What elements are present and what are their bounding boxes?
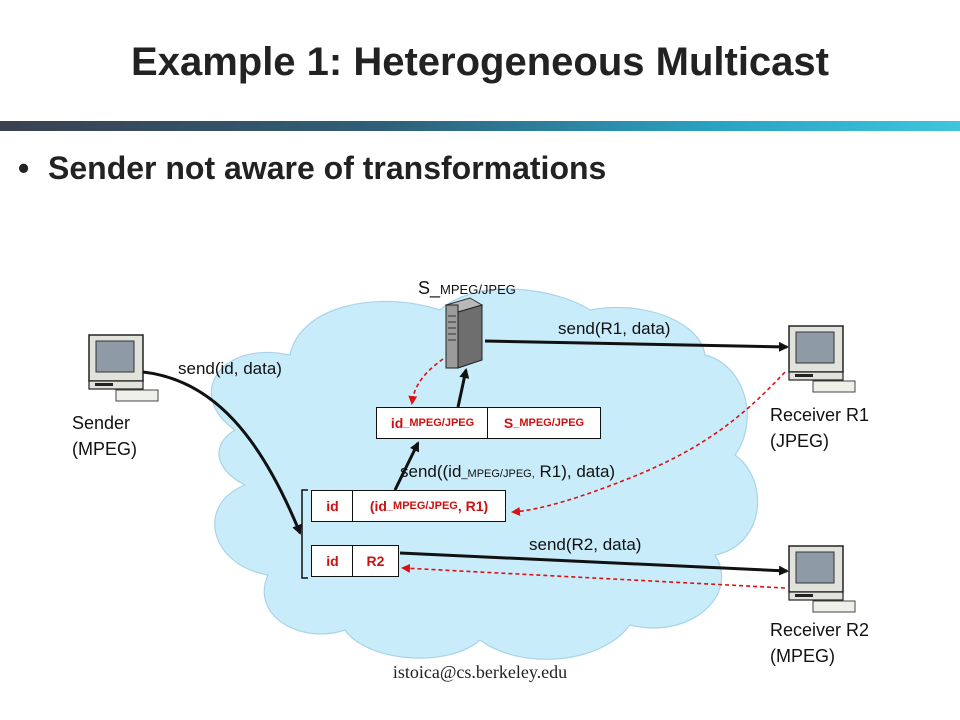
table-bracket: [301, 489, 308, 579]
mid-to-top-arrow: [393, 441, 420, 491]
mid-trigger-value-sub: _MPEG/JPEG: [386, 500, 458, 512]
sender-to-tables-arrow: [142, 370, 302, 535]
receiver-r1-computer-icon: [788, 325, 856, 393]
bottom-trigger-value-cell: R2: [352, 545, 399, 577]
top-trigger-id-prefix: id: [390, 415, 404, 431]
receiver-r1-label-format: (JPEG): [770, 431, 830, 451]
top-to-server-arrow: [456, 368, 470, 408]
server-to-r1-arrow: [484, 339, 789, 352]
receiver-r1-label: Receiver R1 (JPEG): [770, 402, 869, 454]
send-r1-label: send(R1, data): [558, 319, 671, 338]
send-tuple-suffix: R1), data): [534, 462, 616, 481]
send-tuple-sub: _MPEG/JPEG,: [461, 468, 535, 480]
receiver-r2-label: Receiver R2 (MPEG): [770, 617, 869, 669]
bottom-to-r2-arrow: [399, 551, 789, 576]
bullet-dot: •: [18, 150, 30, 186]
top-trigger-server-cell: S_MPEG/JPEG: [487, 407, 601, 439]
sender-label: Sender (MPEG): [72, 410, 137, 462]
send-tuple-prefix: send((id: [400, 462, 462, 481]
bullet-text: Sender not aware of transformations: [48, 150, 607, 186]
receiver-r2-label-format: (MPEG): [770, 646, 835, 666]
slide-title: Example 1: Heterogeneous Multicast: [131, 40, 829, 84]
top-trigger-server-sub: _MPEG/JPEG: [513, 417, 585, 429]
top-trigger-server-prefix: S: [503, 415, 514, 431]
server-label-sub: MPEG/JPEG: [440, 282, 516, 297]
trigger-to-server-dashed-arrow: [408, 358, 444, 405]
bottom-trigger-id-cell: id: [311, 545, 354, 577]
receiver-r2-label-name: Receiver R2: [770, 620, 870, 640]
server-label-prefix: S_: [418, 278, 441, 298]
server-tower-icon: [444, 297, 484, 369]
bullet-item: • Sender not aware of transformations: [18, 150, 606, 187]
top-trigger-id-cell: id_MPEG/JPEG: [376, 407, 489, 439]
top-trigger-id-sub: _MPEG/JPEG: [403, 417, 475, 429]
footer-email: istoica@cs.berkeley.edu: [392, 662, 568, 682]
receiver-r1-label-name: Receiver R1: [770, 405, 870, 425]
send-tuple-label: send((id_MPEG/JPEG, R1), data): [400, 462, 615, 482]
mid-trigger-value-suffix: , R1): [457, 498, 489, 514]
mid-trigger-id-cell: id: [311, 490, 354, 522]
sender-label-name: Sender: [72, 413, 131, 433]
mid-trigger-value-prefix: (id: [369, 498, 387, 514]
send-r2-label: send(R2, data): [529, 535, 642, 554]
title-divider: [0, 121, 960, 131]
r1-to-mid-dashed-arrow: [511, 371, 786, 516]
receiver-r2-computer-icon: [788, 545, 856, 613]
r2-to-bottom-dashed-arrow: [401, 563, 786, 589]
mid-trigger-value-cell: (id_MPEG/JPEG, R1): [352, 490, 506, 522]
sender-computer-icon: [88, 334, 159, 402]
send-id-label: send(id, data): [178, 359, 282, 378]
server-label: S_MPEG/JPEG: [418, 278, 516, 299]
sender-label-format: (MPEG): [72, 439, 137, 459]
